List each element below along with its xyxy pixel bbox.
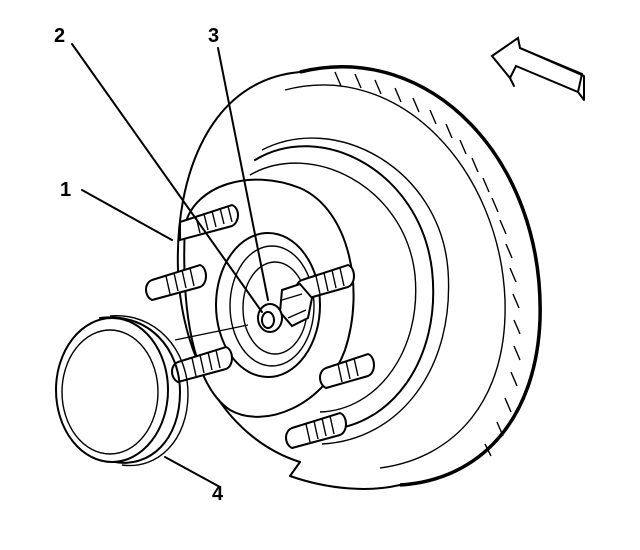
callout-4: 4 (212, 483, 224, 505)
leader-lines (71, 43, 269, 488)
spindle-nut-assembly (257, 282, 314, 333)
callout-1: 1 (60, 179, 71, 201)
dust-cap (55, 315, 189, 467)
wheel-stud (319, 352, 375, 390)
wheel-studs (145, 203, 375, 450)
callout-3: 3 (208, 25, 219, 47)
direction-arrow-icon (490, 36, 585, 101)
brake-rotor (176, 65, 542, 490)
callout-2: 2 (54, 25, 65, 47)
wheel-stud (179, 203, 239, 242)
